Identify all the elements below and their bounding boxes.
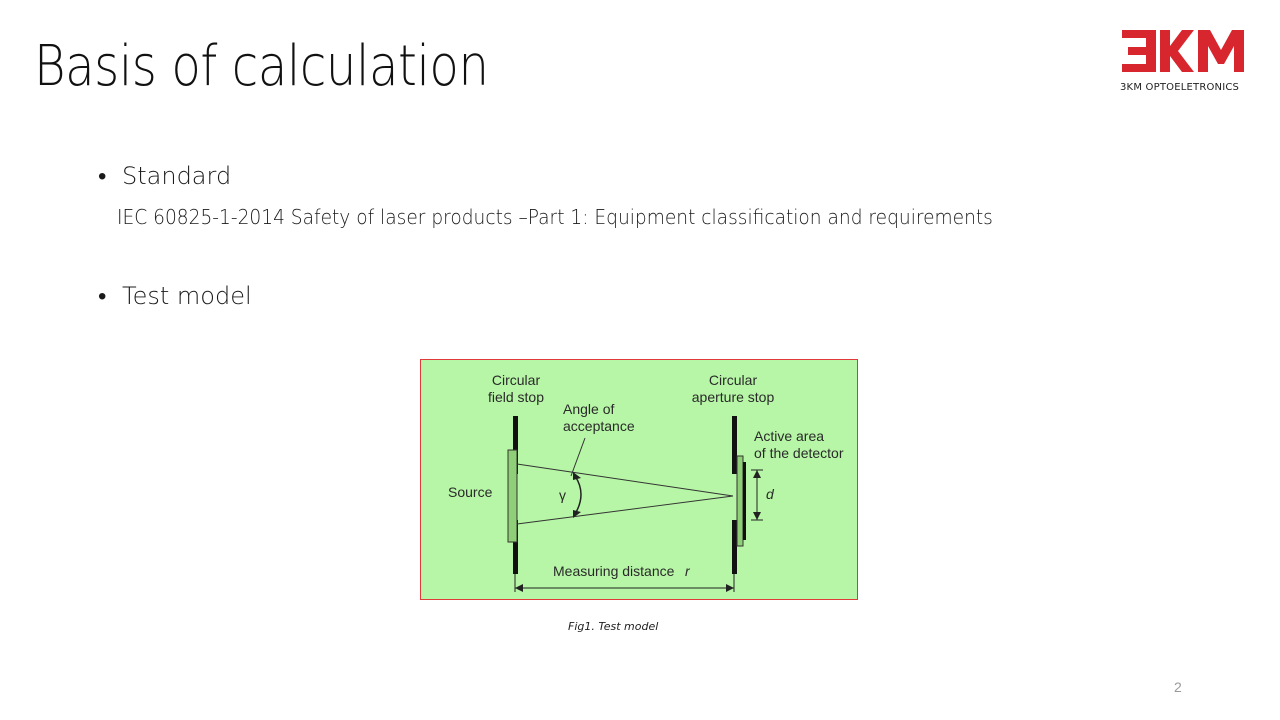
test-model-diagram: Circular field stop Angle of acceptance … [448, 372, 844, 592]
test-model-figure: Circular field stop Angle of acceptance … [420, 359, 858, 600]
label-aperture-1: Circular [709, 372, 758, 388]
field-stop-lower [513, 520, 518, 574]
bullet-label: Standard [122, 162, 232, 190]
label-field-stop-2: field stop [488, 389, 544, 405]
detector-plate [736, 455, 744, 547]
distance-arrow-left [515, 584, 523, 592]
label-distance: Measuring distance [553, 563, 675, 579]
field-stop-upper [513, 416, 518, 474]
figure-caption: Fig1. Test model [568, 620, 659, 633]
bullet-dot: • [98, 162, 107, 190]
label-detector-2: of the detector [754, 445, 844, 461]
bullet-test-model: • Test model [98, 282, 252, 311]
label-angle-2: acceptance [563, 418, 635, 434]
label-source: Source [448, 484, 493, 500]
cone-lower-line [516, 495, 734, 525]
label-gamma: γ [559, 487, 566, 503]
gamma-arc [574, 475, 582, 515]
d-arrow-top [753, 470, 761, 478]
aperture-stop-upper [732, 416, 737, 474]
company-logo: 3KM OPTOELETRONICS [1118, 28, 1246, 98]
label-field-stop-1: Circular [492, 372, 541, 388]
angle-leader-line [570, 437, 586, 477]
label-detector-1: Active area [754, 428, 824, 444]
standard-reference: IEC 60825-1-2014 Safety of laser product… [117, 205, 993, 229]
gamma-arrow-bottom [573, 510, 581, 518]
bullet-label: Test model [122, 282, 252, 310]
detector-back [743, 462, 746, 540]
bullet-dot: • [98, 282, 107, 310]
aperture-stop-lower [732, 520, 737, 574]
label-angle-1: Angle of [563, 401, 614, 417]
cone-upper-line [516, 463, 734, 497]
label-d: d [766, 486, 775, 502]
label-distance-var: r [685, 563, 691, 579]
d-arrow-bottom [753, 512, 761, 520]
logo-company-name: 3KM OPTOELETRONICS [1120, 82, 1240, 93]
slide-title: Basis of calculation [34, 34, 489, 99]
source-plate [507, 449, 518, 543]
logo-mark [1122, 30, 1244, 72]
gamma-arrow-top [573, 472, 581, 480]
bullet-standard: • Standard [98, 162, 231, 191]
label-aperture-2: aperture stop [692, 389, 775, 405]
page-number: 2 [1174, 679, 1182, 695]
distance-arrow-right [726, 584, 734, 592]
